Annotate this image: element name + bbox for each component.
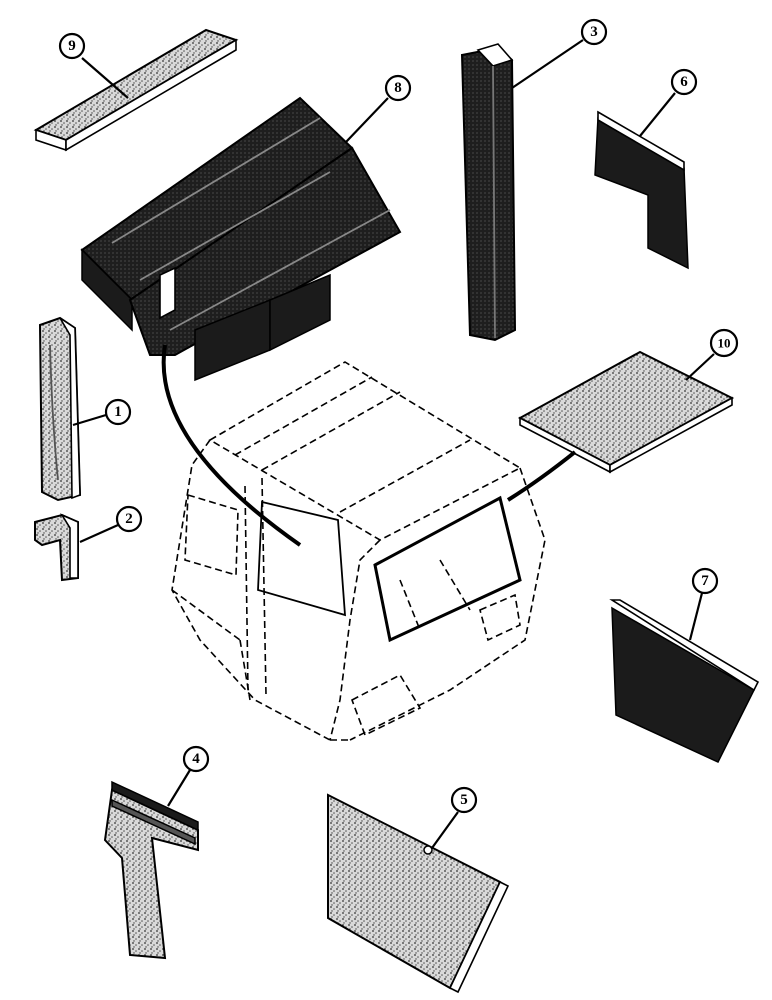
callout-1: 1 — [72, 398, 132, 427]
part-post-liner-left — [38, 316, 82, 502]
svg-text:1: 1 — [114, 404, 122, 420]
part-rear-lower-panel — [327, 793, 510, 994]
svg-text:7: 7 — [701, 573, 709, 589]
svg-text:10: 10 — [718, 336, 731, 351]
svg-text:3: 3 — [590, 24, 598, 40]
cab-body — [171, 361, 546, 741]
part-upper-side-panel — [594, 110, 689, 270]
callout-3: 3 — [511, 18, 608, 89]
callout-2: 2 — [79, 505, 143, 544]
svg-text:8: 8 — [394, 80, 402, 96]
svg-text:2: 2 — [125, 511, 133, 527]
svg-text:5: 5 — [460, 792, 468, 808]
part-post-liner-right — [460, 43, 517, 342]
part-lower-front-panel — [103, 780, 199, 960]
part-headliner-strip — [33, 28, 239, 152]
callout-4: 4 — [167, 745, 210, 807]
part-rear-header-liner — [80, 96, 402, 382]
callout-7: 7 — [688, 567, 719, 641]
callout-5: 5 — [431, 786, 478, 849]
svg-text:9: 9 — [68, 38, 76, 54]
svg-text:4: 4 — [192, 751, 200, 767]
callout-6: 6 — [639, 68, 698, 137]
callout-8: 8 — [345, 74, 412, 143]
svg-text:6: 6 — [680, 74, 688, 90]
part-post-cap — [34, 513, 79, 582]
part-roof-pad — [517, 350, 735, 474]
callout-9: 9 — [58, 32, 129, 99]
part-side-panel — [609, 599, 760, 763]
callout-10: 10 — [685, 328, 739, 381]
